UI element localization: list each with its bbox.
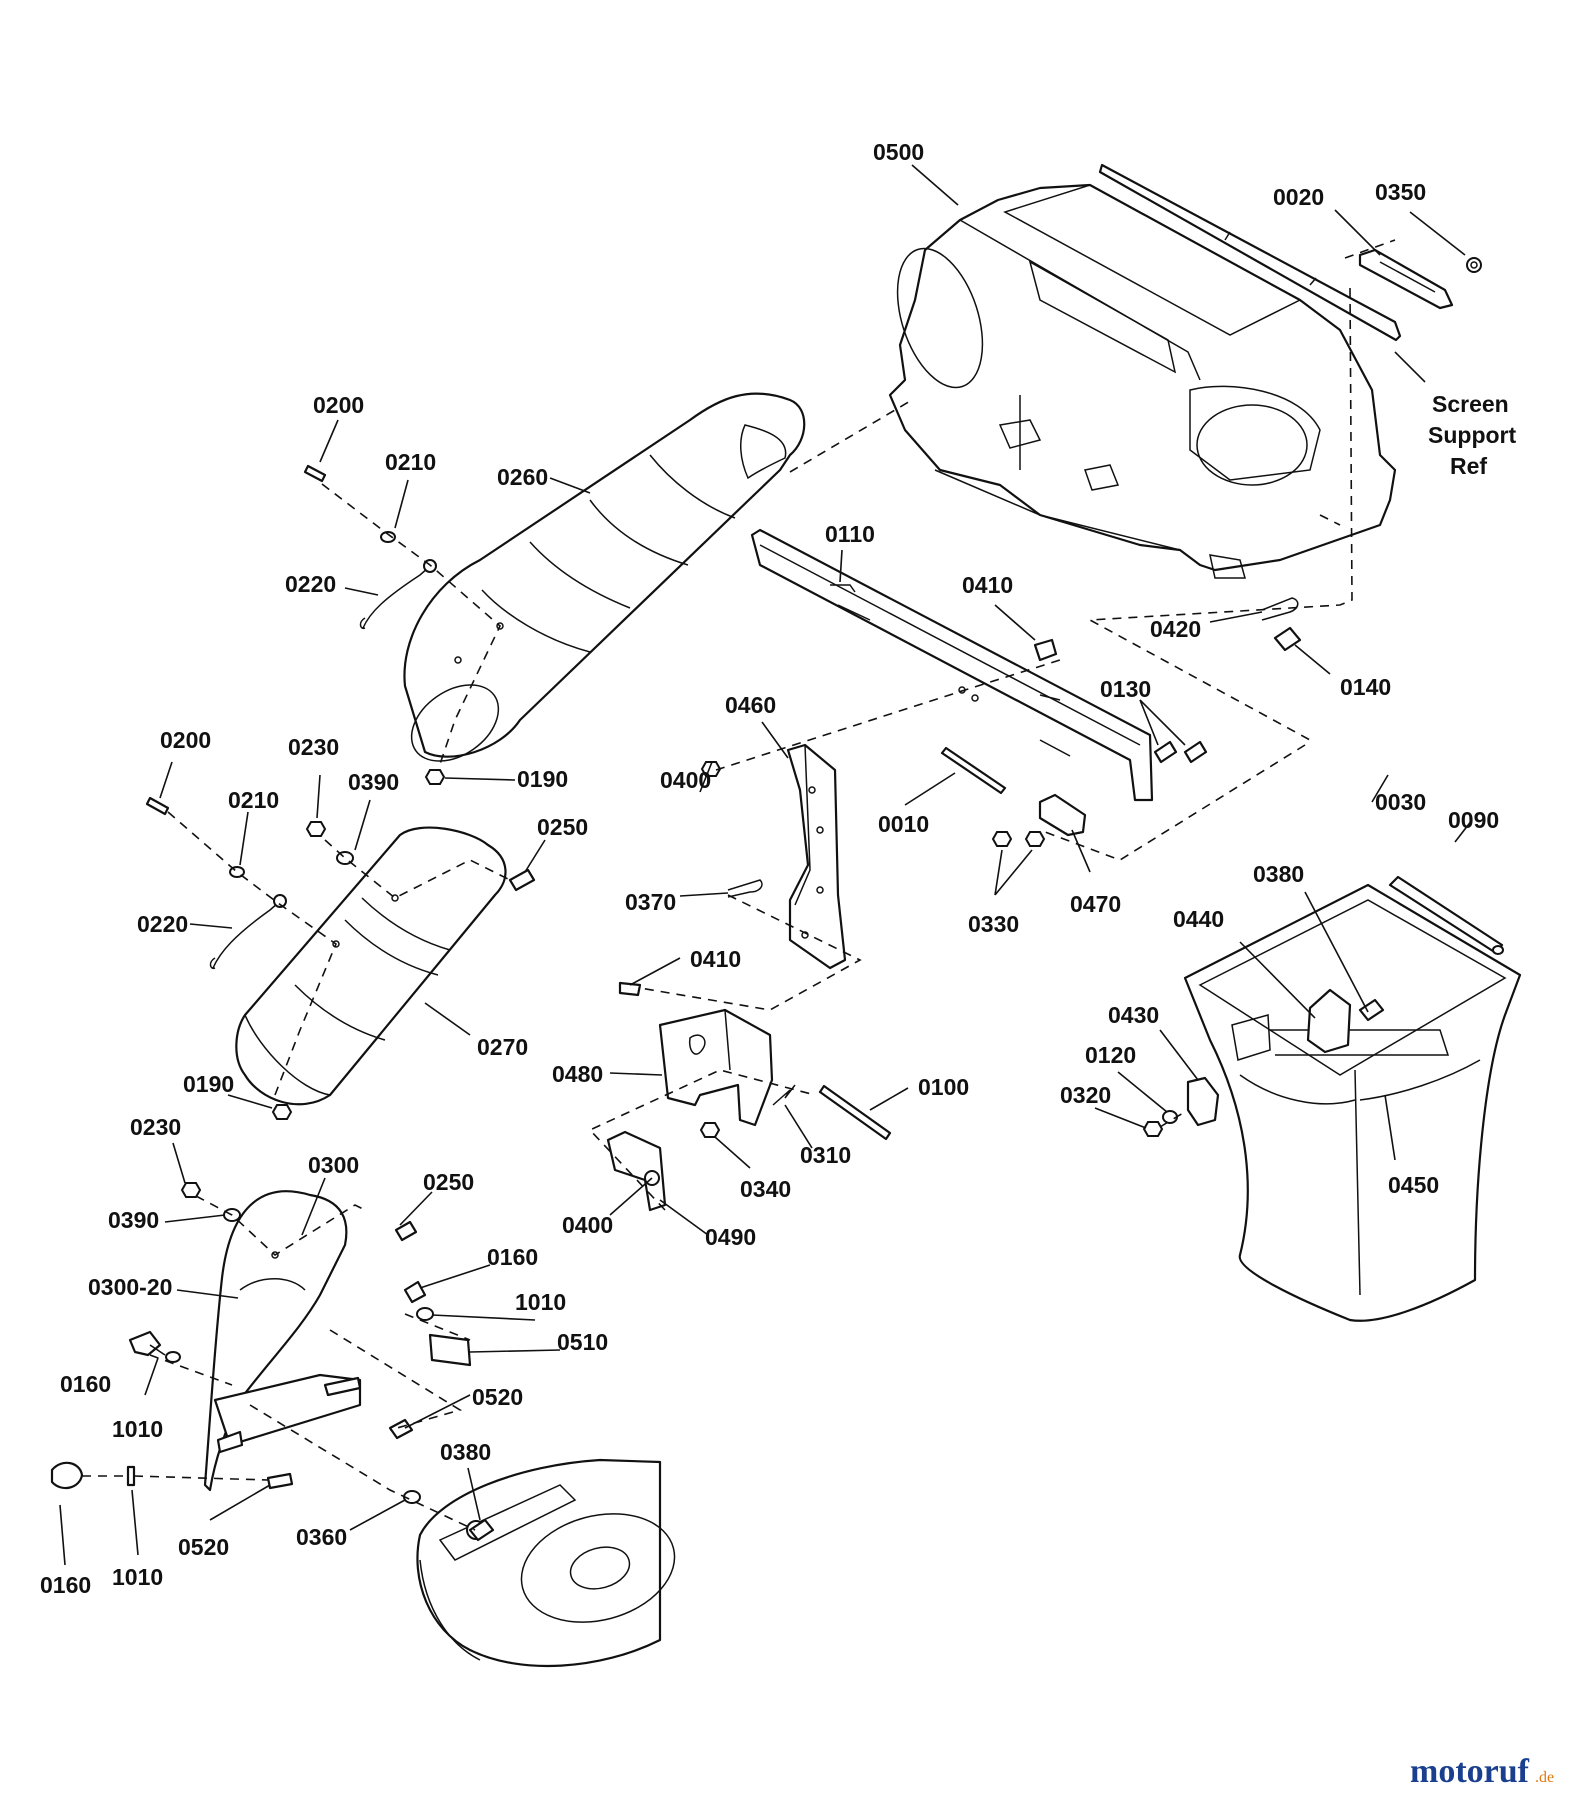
label-0120: 0120 (1085, 1042, 1136, 1068)
rod-0010-drawing (940, 746, 1007, 795)
label-0430: 0430 (1108, 1002, 1159, 1028)
label-0390-b: 0390 (108, 1207, 159, 1233)
label-0300: 0300 (308, 1152, 359, 1178)
label-0380-b: 0380 (440, 1439, 491, 1465)
label-0400-a: 0400 (660, 767, 711, 793)
label-0520-b: 0520 (178, 1534, 229, 1560)
label-0200-a: 0200 (313, 392, 364, 418)
label-1010-a: 1010 (515, 1289, 566, 1315)
label-0230-a: 0230 (288, 734, 339, 760)
label-0160-b: 0160 (60, 1371, 111, 1397)
label-0510: 0510 (557, 1329, 608, 1355)
label-0100: 0100 (918, 1074, 969, 1100)
label-support: Support (1428, 422, 1516, 448)
part-labels: 0500 0020 0350 Screen Support Ref 0200 0… (40, 139, 1516, 1598)
label-0320: 0320 (1060, 1082, 1111, 1108)
label-0370: 0370 (625, 889, 676, 915)
label-0220-b: 0220 (137, 911, 188, 937)
label-0020: 0020 (1273, 184, 1324, 210)
label-0410-b: 0410 (690, 946, 741, 972)
label-0390-a: 0390 (348, 769, 399, 795)
label-0250-a: 0250 (537, 814, 588, 840)
label-0500: 0500 (873, 139, 924, 165)
label-0460: 0460 (725, 692, 776, 718)
bracket-0490-drawing (606, 1130, 667, 1212)
label-0360: 0360 (296, 1524, 347, 1550)
screen-support-drawing (1098, 163, 1482, 342)
label-0480: 0480 (552, 1061, 603, 1087)
label-0260: 0260 (497, 464, 548, 490)
label-0130: 0130 (1100, 676, 1151, 702)
label-0110: 0110 (825, 521, 875, 547)
label-0210-b: 0210 (228, 787, 279, 813)
upper-chute-drawing (403, 392, 806, 762)
label-ref: Ref (1450, 453, 1487, 479)
plate-0470-drawing (1038, 793, 1087, 837)
label-0400-b: 0400 (562, 1212, 613, 1238)
label-0420: 0420 (1150, 616, 1201, 642)
label-0030: 0030 (1375, 789, 1426, 815)
upright-bracket-drawing (786, 743, 847, 970)
label-0410-a: 0410 (962, 572, 1013, 598)
label-0090: 0090 (1448, 807, 1499, 833)
label-0190-a: 0190 (517, 766, 568, 792)
watermark-brand: motoruf (1410, 1753, 1530, 1790)
label-0330: 0330 (968, 911, 1019, 937)
lower-chute-drawing (235, 826, 507, 1106)
bracket-0480-drawing (658, 1008, 774, 1127)
label-0380-a: 0380 (1253, 861, 1304, 887)
label-0010: 0010 (878, 811, 929, 837)
label-0350: 0350 (1375, 179, 1426, 205)
mower-deck-drawing (416, 1458, 676, 1668)
label-0230-b: 0230 (130, 1114, 181, 1140)
label-0200-b: 0200 (160, 727, 211, 753)
hardware-drawing (50, 464, 1385, 1542)
label-0310: 0310 (800, 1142, 851, 1168)
label-1010-c: 1010 (112, 1564, 163, 1590)
grass-bag-drawing (1183, 875, 1522, 1322)
label-screen: Screen (1432, 391, 1509, 417)
label-0210-a: 0210 (385, 449, 436, 475)
label-0450: 0450 (1388, 1172, 1439, 1198)
label-0520-a: 0520 (472, 1384, 523, 1410)
label-0190-b: 0190 (183, 1071, 234, 1097)
label-0470: 0470 (1070, 891, 1121, 917)
label-0160-c: 0160 (40, 1572, 91, 1598)
label-0340: 0340 (740, 1176, 791, 1202)
label-0220-a: 0220 (285, 571, 336, 597)
watermark-suffix: .de (1535, 1769, 1554, 1786)
label-0270: 0270 (477, 1034, 528, 1060)
label-0440: 0440 (1173, 906, 1224, 932)
label-0490: 0490 (705, 1224, 756, 1250)
bag-housing-drawing (888, 183, 1397, 579)
frame-bar-drawing (750, 528, 1154, 802)
rod-0100-drawing (818, 1084, 892, 1141)
chute-mount-drawing (203, 1190, 362, 1492)
label-0160-a: 0160 (487, 1244, 538, 1270)
watermark: motoruf .de (1410, 1753, 1554, 1790)
label-0140: 0140 (1340, 674, 1391, 700)
leader-lines (59, 164, 1473, 1566)
assembly-lines (82, 239, 1396, 1531)
label-0300-20: 0300-20 (88, 1274, 172, 1300)
label-0250-b: 0250 (423, 1169, 474, 1195)
label-1010-b: 1010 (112, 1416, 163, 1442)
